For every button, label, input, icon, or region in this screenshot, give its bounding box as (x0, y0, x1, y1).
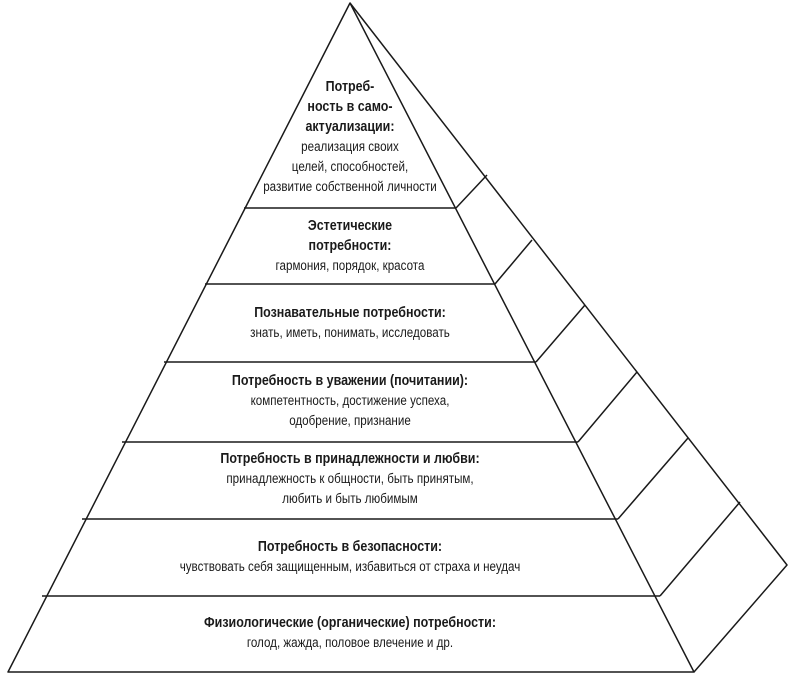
level-description: любить и быть любимым (282, 491, 418, 506)
level-physiological: Физиологические (органические) потребнос… (92, 613, 608, 653)
level-safety: Потребность в безопасности: чувствовать … (92, 537, 608, 577)
level-esteem: Потребность в уважении (почитании): комп… (161, 371, 539, 431)
level-cognitive: Познавательные потребности: знать, иметь… (195, 303, 505, 343)
side-divider (577, 371, 638, 443)
level-title: актуализации: (305, 119, 395, 135)
level-description: реализация своих (301, 139, 399, 154)
level-title: потребности: (308, 238, 392, 254)
side-divider (455, 174, 488, 209)
side-divider (617, 437, 689, 520)
level-title: ность в само- (307, 99, 393, 115)
level-description: голод, жажда, половое влечение и др. (246, 635, 454, 650)
level-description: чувствовать себя защищенным, избавиться … (179, 559, 521, 574)
level-title: Физиологические (органические) потребнос… (204, 615, 496, 631)
level-self-actualization: Потреб- ность в само- актуализации: реал… (247, 77, 453, 197)
level-title: Потребность в уважении (почитании): (231, 373, 469, 389)
level-belonging: Потребность в принадлежности и любви: пр… (126, 449, 573, 509)
pyramid-front-face (7, 2, 695, 673)
pyramid-side-face (349, 2, 788, 673)
side-divider (535, 304, 586, 363)
level-title: Потребность в принадлежности и любви: (220, 451, 480, 467)
side-divider (659, 501, 741, 597)
level-aesthetic: Эстетические потребности: гармония, поря… (230, 216, 471, 276)
level-description: развитие собственной личности (263, 179, 437, 194)
level-title: Эстетические (307, 218, 393, 234)
level-description: целей, способностей, (291, 159, 409, 174)
side-divider (494, 239, 533, 285)
level-description: компетентность, достижение успеха, (250, 393, 450, 408)
level-title: Потреб- (325, 79, 375, 95)
level-description: одобрение, признание (289, 413, 411, 428)
level-description: принадлежность к общности, быть принятым… (226, 471, 474, 486)
level-description: гармония, порядок, красота (275, 258, 425, 273)
level-description: знать, иметь, понимать, исследовать (250, 325, 450, 340)
level-title: Потребность в безопасности: (257, 539, 443, 555)
level-title: Познавательные потребности: (254, 305, 446, 321)
